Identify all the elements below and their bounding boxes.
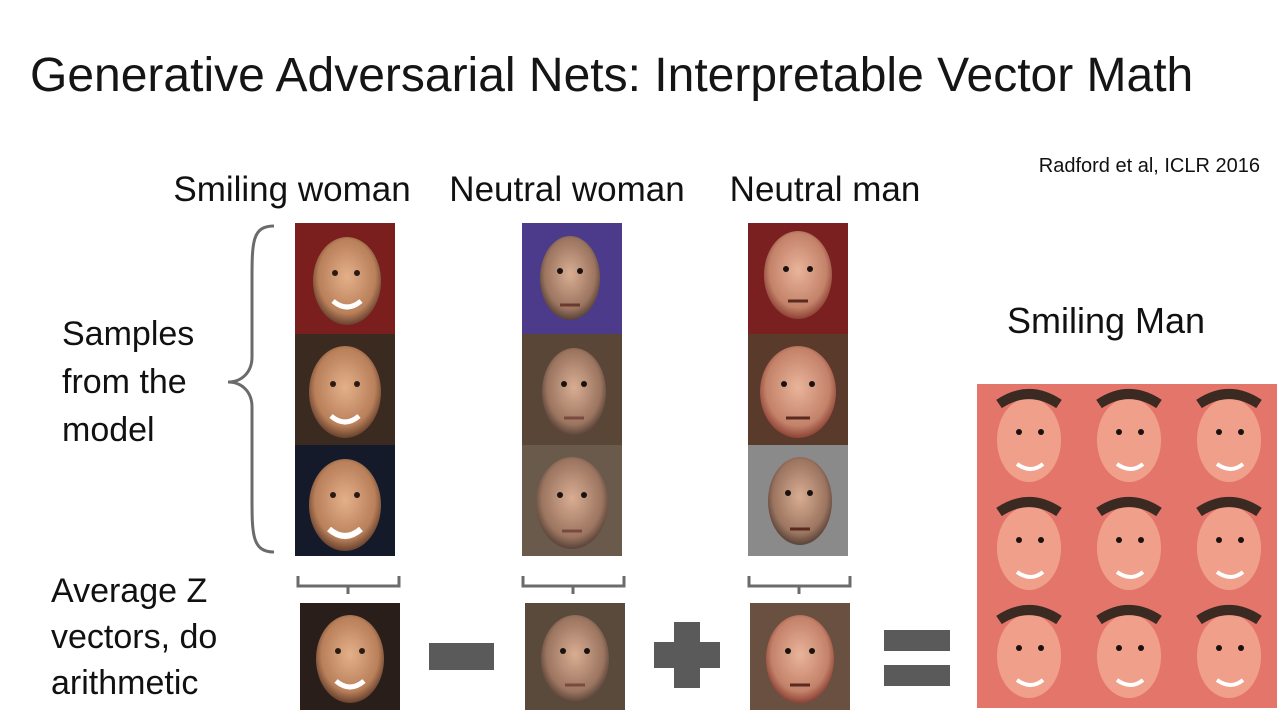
average-neutral-man <box>750 603 850 710</box>
sample-neutral-man-2 <box>748 334 848 445</box>
curly-brace <box>227 224 275 554</box>
slide-title: Generative Adversarial Nets: Interpretab… <box>30 49 1194 102</box>
result-face <box>977 492 1077 600</box>
average-label: Average Z vectors, do arithmetic <box>51 568 271 706</box>
average-bracket-3 <box>747 576 852 594</box>
result-face <box>1177 600 1277 708</box>
average-smiling-woman <box>300 603 400 710</box>
result-grid <box>977 384 1277 708</box>
result-face <box>1177 492 1277 600</box>
average-neutral-woman <box>525 603 625 710</box>
citation: Radford et al, ICLR 2016 <box>1038 155 1260 177</box>
column-label-smiling-woman: Smiling woman <box>173 170 411 209</box>
equals-sign-icon <box>884 630 950 686</box>
average-bracket-1 <box>296 576 401 594</box>
sample-smiling-woman-2 <box>295 334 395 445</box>
sample-neutral-woman-2 <box>522 334 622 445</box>
minus-sign-icon <box>429 643 494 670</box>
sample-smiling-woman-3 <box>295 445 395 556</box>
samples-label-line-1: Samples <box>62 315 195 353</box>
result-face <box>1077 384 1177 492</box>
average-bracket-2 <box>521 576 626 594</box>
column-label-neutral-woman: Neutral woman <box>449 170 685 209</box>
average-label-line-3: arithmetic <box>51 664 199 702</box>
plus-sign-icon <box>654 622 720 688</box>
sample-neutral-woman-1 <box>522 223 622 334</box>
result-face <box>1077 492 1177 600</box>
result-face <box>977 384 1077 492</box>
result-face <box>1177 384 1277 492</box>
samples-label-line-2: from the <box>62 363 187 401</box>
sample-smiling-woman-1 <box>295 223 395 334</box>
result-face <box>977 600 1077 708</box>
samples-label: Samples from the model <box>62 310 232 454</box>
average-label-line-1: Average Z <box>51 572 208 610</box>
result-face <box>1077 600 1177 708</box>
samples-label-line-3: model <box>62 411 155 449</box>
average-label-line-2: vectors, do <box>51 618 218 656</box>
sample-neutral-man-1 <box>748 223 848 334</box>
result-label: Smiling Man <box>1006 300 1206 341</box>
column-label-neutral-man: Neutral man <box>729 170 921 209</box>
sample-neutral-woman-3 <box>522 445 622 556</box>
sample-neutral-man-3 <box>748 445 848 556</box>
